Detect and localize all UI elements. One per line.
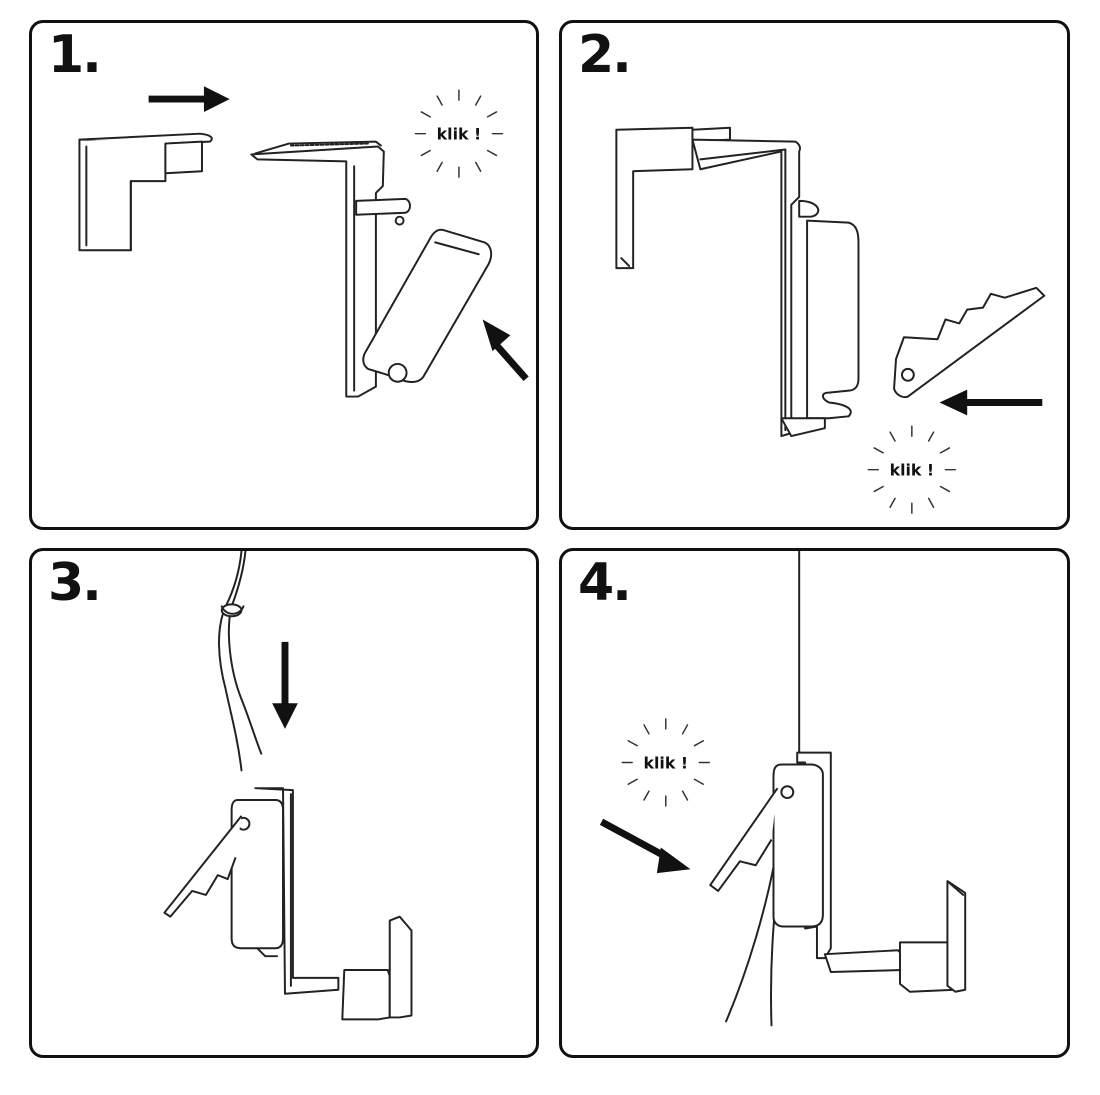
clip-body-part: [362, 228, 493, 383]
step-1-number: 1.: [48, 25, 102, 85]
hook-frame-part: [250, 140, 411, 398]
step-3-panel: 3.: [29, 548, 539, 1058]
step-1-panel: 1.: [29, 20, 539, 530]
step-1-illustration: klik !: [78, 86, 529, 398]
assembled-hook-part: [163, 787, 413, 1021]
step-2-panel: 2.: [559, 20, 1070, 530]
klik-label: klik !: [437, 125, 482, 144]
click-burst-icon: klik !: [867, 425, 957, 514]
arrow-up-left-icon: [482, 319, 529, 382]
step-4-illustration: klik !: [599, 551, 967, 1027]
click-burst-icon: klik !: [621, 718, 710, 807]
arrow-down-icon: [272, 641, 298, 729]
step-3-illustration: [163, 551, 413, 1021]
cord-part: [218, 551, 263, 772]
step-4-number: 4.: [578, 553, 632, 613]
shelf-clip-part: [78, 132, 213, 252]
arrow-down-right-icon: [599, 818, 691, 874]
arrow-right-icon: [148, 86, 230, 112]
step-3-number: 3.: [48, 553, 102, 613]
step-2-number: 2.: [578, 25, 632, 85]
release-arm-part: [893, 286, 1046, 399]
step-2-illustration: klik !: [615, 126, 1046, 514]
assembled-hook-part: [709, 751, 967, 993]
click-burst-icon: klik !: [414, 89, 504, 178]
klik-label: klik !: [643, 753, 688, 772]
klik-label: klik !: [890, 461, 935, 480]
step-4-panel: 4.: [559, 548, 1070, 1058]
assembled-hook-part: [615, 126, 860, 438]
arrow-left-icon: [939, 389, 1043, 416]
